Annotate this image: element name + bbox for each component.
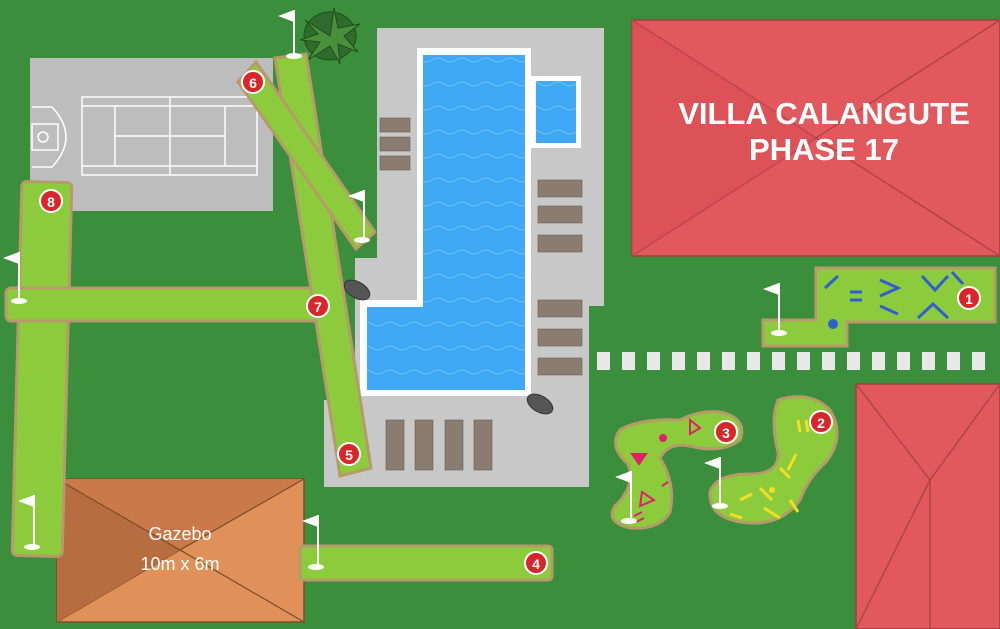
svg-text:8: 8 — [47, 194, 55, 210]
villa-roof — [631, 19, 1000, 257]
gazebo-label: Gazebo — [148, 524, 211, 544]
villa-title-line2: PHASE 17 — [749, 132, 899, 167]
animal-icon — [343, 279, 554, 415]
flags — [3, 10, 787, 570]
flag-icon — [278, 10, 302, 59]
svg-text:1: 1 — [965, 291, 973, 307]
hole-marker-8: 8 — [39, 189, 63, 213]
fairway-hole-3 — [610, 410, 744, 530]
flag-icon — [615, 471, 637, 524]
hole-2-cup — [769, 487, 775, 493]
villa-title-line1: VILLA CALANGUTE — [678, 96, 970, 131]
hole-marker-6: 6 — [241, 70, 265, 94]
gazebo-roof — [56, 478, 305, 623]
svg-text:4: 4 — [532, 556, 540, 572]
hole-1-obstacles — [823, 270, 965, 320]
flag-icon — [704, 457, 728, 509]
stepping-stones — [597, 352, 985, 370]
svg-text:5: 5 — [345, 447, 353, 463]
hole-markers: 1 2 3 4 5 6 7 8 — [39, 70, 981, 575]
palm-tree — [299, 7, 361, 65]
svg-text:2: 2 — [817, 415, 825, 431]
hole-2-obstacles — [729, 419, 810, 520]
building-roof-bottom-right — [855, 383, 1000, 629]
hole-marker-1: 1 — [957, 286, 981, 310]
fairway-hole-4 — [298, 544, 554, 582]
flag-icon — [348, 190, 370, 243]
hole-marker-5: 5 — [337, 442, 361, 466]
fairway-hole-2 — [708, 395, 839, 525]
flag-icon — [3, 252, 27, 304]
flag-icon — [302, 515, 324, 570]
hole-marker-7: 7 — [306, 294, 330, 318]
fairway-hole-8 — [10, 180, 74, 558]
svg-text:6: 6 — [249, 75, 257, 91]
loungers — [379, 117, 583, 471]
hole-marker-2: 2 — [809, 410, 833, 434]
fairway-hole-7 — [4, 286, 338, 323]
svg-text:3: 3 — [722, 425, 730, 441]
swimming-pool — [360, 48, 581, 396]
hole-marker-3: 3 — [714, 420, 738, 444]
fairway-hole-6 — [236, 59, 377, 252]
gazebo-size-label: 10m x 6m — [140, 554, 219, 574]
hole-3-obstacles — [630, 417, 702, 523]
flag-icon — [18, 495, 40, 550]
fairways — [4, 52, 997, 582]
hole-marker-4: 4 — [524, 551, 548, 575]
hole-1-cup — [828, 319, 838, 329]
svg-text:7: 7 — [314, 299, 322, 315]
flag-icon — [763, 283, 787, 336]
